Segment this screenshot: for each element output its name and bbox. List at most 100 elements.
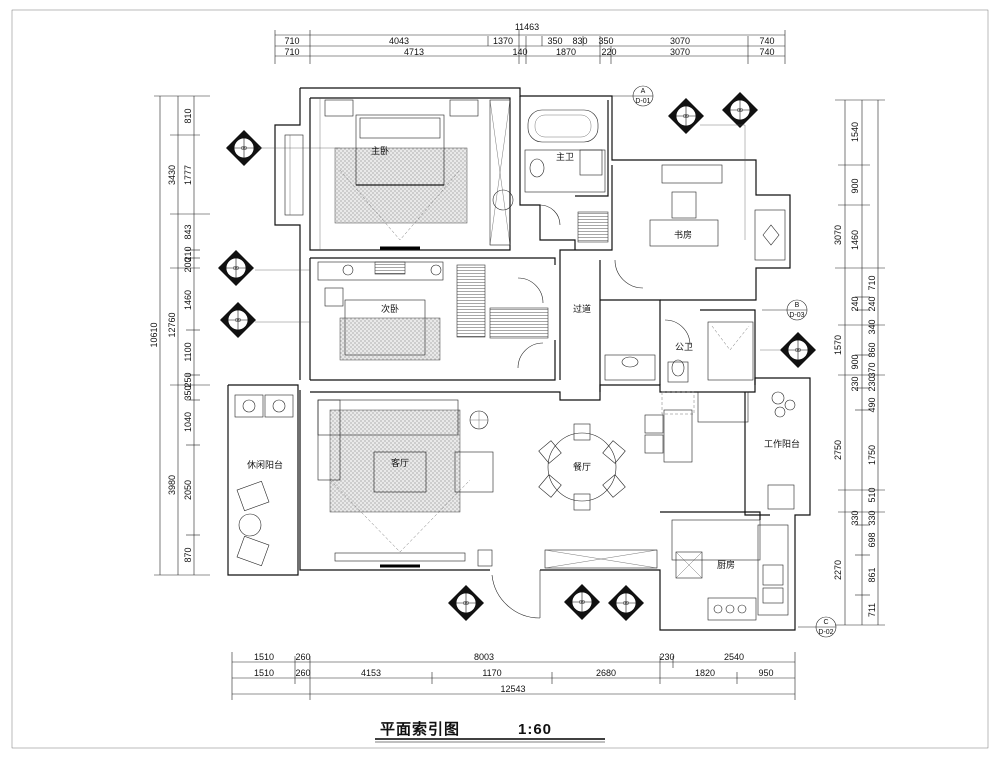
dim-top-1-3: 1370 [493,36,513,46]
dim-right-inner-12: 1750 [867,445,877,465]
page-frame [11,9,989,749]
master-bath-fixtures: 主卫 [524,109,609,243]
dim-left-inner-3: 843 [183,224,193,239]
callout-b-letter: B [795,302,800,309]
top-dimensions: 11463 710 4043 1370 350 830 350 3070 740… [274,22,786,64]
dim-left-inner-12: 870 [183,547,193,562]
second-bedroom-furniture: 次卧 [317,261,549,369]
room-label-corridor: 过道 [573,303,591,314]
index-marker-letter: S [624,615,628,621]
room-label-public-bath: 公卫 [675,342,693,352]
dim-right-inner-2: 900 [850,178,860,193]
dim-top-1-1: 710 [284,36,299,46]
dim-left-total: 10610 [149,322,159,347]
dim-left-outer-2: 12760 [167,312,177,337]
dim-right-inner-1: 1540 [850,122,860,142]
index-marker-letter: N [624,588,628,594]
dim-left-inner-7: 1100 [183,342,193,361]
dim-bottom-2-2: 260 [295,668,310,678]
room-label-leisure-balcony: 休闲阳台 [247,459,283,470]
index-marker-letter: N [580,587,584,593]
index-marker-letter: E [752,108,756,114]
dim-right-outer-7: 2270 [833,560,843,580]
index-marker-letter: N [234,253,238,259]
callout-a-ref: D-01 [635,98,650,105]
index-marker-letter: N [236,305,240,311]
room-label-living-room: 客厅 [391,457,409,468]
dim-bottom-1-3: 8003 [474,652,494,662]
index-marker-letter: N [684,101,688,107]
index-marker-number: 09 [463,601,469,607]
dim-left-outer-3: 3980 [167,475,177,495]
room-label-kitchen: 厨房 [717,559,735,570]
index-marker-letter: S [234,280,238,286]
dim-right-outer-2: 1570 [833,335,843,355]
dim-top-2-7: 740 [759,47,774,57]
dim-right-inner-4: 710 [867,275,877,290]
dim-bottom-2-5: 2680 [596,668,616,678]
index-marker-letter: N [738,95,742,101]
index-marker-letter: S [464,615,468,621]
index-marker-number: 09 [241,146,247,152]
index-marker-number: 09 [235,318,241,324]
index-marker-letter: N [464,588,468,594]
master-bedroom-furniture: 主卧 [284,98,514,250]
dim-top-2-2: 4713 [404,47,424,57]
index-marker-letter: S [684,128,688,134]
callout-a-letter: A [641,88,646,95]
index-marker-letter: E [638,601,642,607]
dim-right-inner-3: 1460 [850,230,860,250]
dim-left-inner-9: 350 [183,385,193,400]
dim-top-2-1: 710 [284,47,299,57]
index-marker-letter: E [698,114,702,120]
index-marker-letter: W [220,266,225,272]
dim-bottom-1-4: 230 [659,652,674,662]
dim-right-inner-17: 711 [867,603,877,617]
index-marker-letter: E [250,318,254,324]
index-marker-letter: N [242,133,246,139]
dim-right-inner-5: 240 [850,296,860,311]
kitchen-work-balcony-fixtures: 工作阳台 厨房 [644,391,800,621]
dim-left-inner-11: 2050 [183,480,193,500]
walls [227,87,811,631]
index-marker-letter: S [796,362,800,368]
room-label-master-bedroom: 主卧 [371,145,389,156]
index-marker-number: 09 [579,600,585,606]
index-marker-letter: E [248,266,252,272]
drawing-title: 平面索引图 1:60 [375,720,605,743]
dim-left-inner-8: 250 [183,372,193,387]
right-dimensions: 1540 900 1460 710 240 240 340 860 370 23… [833,99,885,626]
dim-right-inner-15: 698 [867,532,877,547]
index-marker-letter: S [242,160,246,166]
dim-left-inner-1: 810 [183,108,193,123]
dim-bottom-total: 12543 [500,684,525,694]
dim-top-1-4: 350 [547,36,562,46]
public-bath-fixtures: 过道 公卫 [573,303,754,383]
dim-top-total: 11463 [515,22,539,32]
section-callouts: A D-01 B D-03 C D-02 [612,85,837,638]
dim-bottom-2-7: 950 [758,668,773,678]
dim-left-inner-2: 1777 [183,165,193,185]
dim-right-inner-9: 370 [867,362,877,377]
drawing-title-text: 平面索引图 [380,720,460,738]
dim-bottom-1-2: 260 [295,652,310,662]
callout-c-letter: C [823,619,828,626]
index-marker-letter: S [236,332,240,338]
index-marker-letter: W [782,348,787,354]
index-marker-letter: W [670,114,675,120]
left-dimensions: 10610 3430 12760 3980 810 1777 843 210 2… [149,95,210,576]
leader-lines [255,124,780,351]
dim-right-inner-7: 340 [867,319,877,334]
dim-right-outer-1: 3070 [833,225,843,245]
dim-right-outer-5: 2750 [833,440,843,460]
index-marker-letter: N [796,335,800,341]
dim-top-2-5: 220 [601,47,616,57]
index-marker-letter: S [580,614,584,620]
dim-bottom-2-1: 1510 [254,668,274,678]
living-room-furniture: 客厅 [317,399,494,568]
dim-right-inner-16: 861 [867,567,877,582]
dim-right-outer-4: 230 [850,376,860,391]
